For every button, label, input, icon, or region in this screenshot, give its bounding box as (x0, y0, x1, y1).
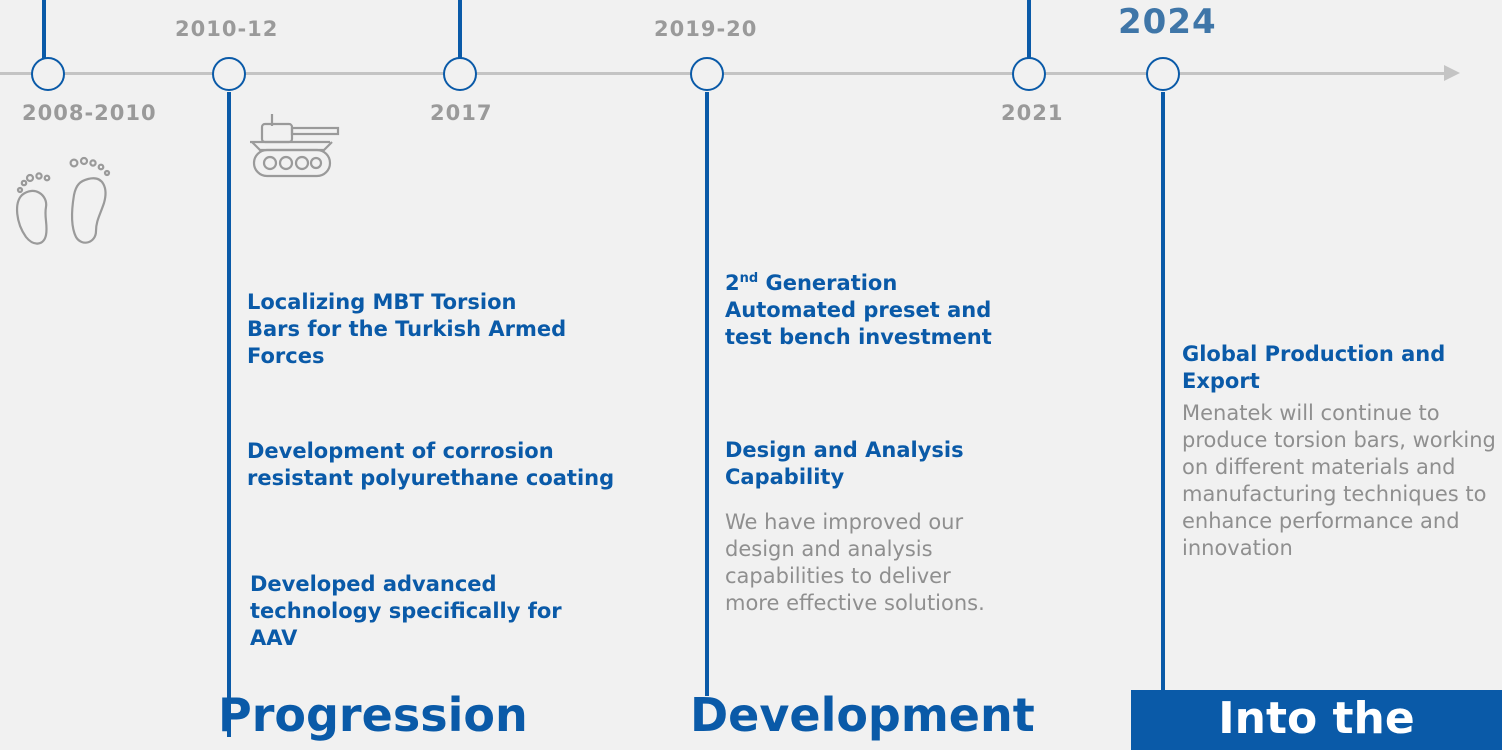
year-label-2019-20: 2019-20 (654, 17, 758, 41)
timeline-arrow-icon (1444, 65, 1460, 81)
connector-2010-12 (227, 92, 231, 737)
year-label-2017: 2017 (430, 101, 493, 125)
tank-icon (248, 110, 344, 190)
progression-heading: Progression (218, 688, 528, 742)
year-label-2008-2010: 2008-2010 (22, 101, 157, 125)
node-2008-2010 (31, 57, 65, 91)
connector-2019-20 (705, 92, 709, 696)
year-label-2024: 2024 (1118, 2, 1217, 42)
generation-line-3: test bench investment (725, 325, 992, 349)
development-heading: Development (690, 688, 1035, 742)
node-2017 (443, 57, 477, 91)
development-item-generation: 2nd Generation Automated preset and test… (725, 270, 1045, 351)
connector-2008 (42, 0, 46, 58)
future-item-body: Menatek will continue to produce torsion… (1182, 401, 1496, 560)
connector-2021 (1027, 0, 1031, 58)
generation-line-2: Automated preset and (725, 298, 992, 322)
progression-item-localizing: Localizing MBT Torsion Bars for the Turk… (247, 290, 567, 368)
development-item-design-title: Design and Analysis Capability (725, 438, 964, 489)
node-2019-20 (690, 57, 724, 91)
baby-footprints-icon (8, 155, 120, 251)
node-2021 (1012, 57, 1046, 91)
future-heading-box: Into the (1131, 690, 1502, 750)
progression-item-coating: Development of corrosion resistant polyu… (247, 439, 615, 490)
generation-ordinal-suffix: nd (739, 271, 759, 286)
connector-2024 (1161, 92, 1165, 696)
generation-ordinal: 2 (725, 271, 740, 295)
year-label-2010-12: 2010-12 (175, 17, 279, 41)
future-heading: Into the (1218, 693, 1415, 744)
development-item-design-body: We have improved our design and analysis… (725, 510, 985, 615)
node-2024 (1146, 57, 1180, 91)
generation-label: Generation (758, 271, 898, 295)
future-item-title: Global Production and Export (1182, 342, 1446, 393)
year-label-2021: 2021 (1001, 101, 1064, 125)
progression-item-aav: Developed advanced technology specifical… (250, 572, 562, 650)
connector-2017 (458, 0, 462, 58)
node-2010-12 (212, 57, 246, 91)
